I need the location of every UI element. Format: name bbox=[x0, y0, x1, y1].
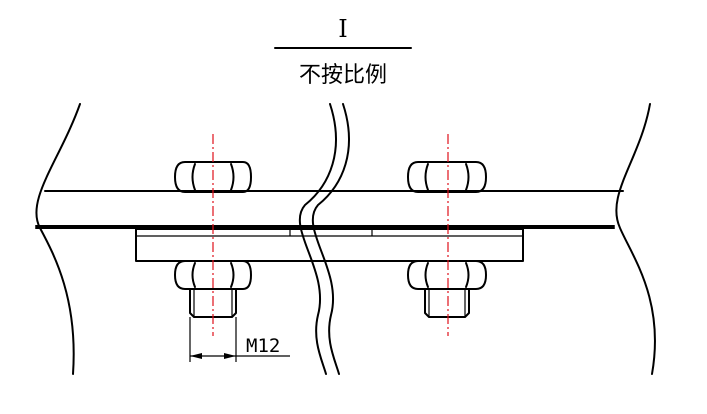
bolt-shank-right bbox=[424, 288, 470, 318]
right-break-line bbox=[615, 103, 656, 375]
dimension-arrow-left bbox=[190, 353, 202, 359]
middle-break-line-right bbox=[311, 103, 350, 375]
nut-top-right bbox=[407, 161, 487, 193]
nut-bottom-right bbox=[407, 260, 487, 290]
thread-size-label: M12 bbox=[246, 335, 280, 357]
nut-top-left bbox=[174, 161, 252, 193]
nut-bottom-left bbox=[174, 260, 252, 290]
top-plate bbox=[35, 190, 624, 229]
thread-dimension: M12 bbox=[189, 317, 290, 362]
bolt-left bbox=[174, 134, 252, 336]
bolt-right bbox=[407, 134, 487, 336]
dimension-arrow-right bbox=[224, 353, 236, 359]
detail-mark: I bbox=[338, 15, 347, 43]
splice-plate bbox=[135, 228, 524, 262]
left-break-line bbox=[35, 103, 81, 375]
scale-note: 不按比例 bbox=[299, 63, 387, 88]
middle-break-line-left bbox=[298, 103, 337, 375]
